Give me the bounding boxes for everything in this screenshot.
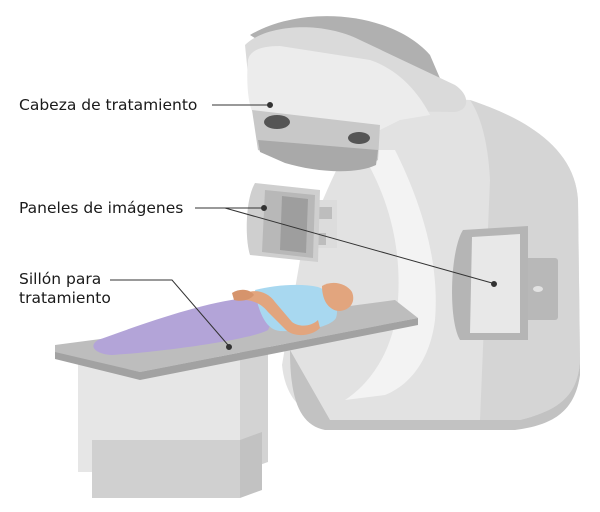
- leader-treatment-head-dot: [268, 103, 273, 108]
- couch-pedestal-foot: [92, 440, 240, 498]
- head-port-right: [348, 132, 370, 144]
- panel-right-mount-hole: [533, 286, 543, 292]
- couch-pedestal-foot-side: [240, 432, 262, 498]
- leader-imaging-panels-dot-right: [492, 282, 497, 287]
- panel-left-knob-top: [318, 207, 332, 219]
- head-port-left: [264, 115, 290, 129]
- label-treatment-couch-line1: Sillón para: [19, 270, 101, 289]
- leader-treatment-couch-dot: [227, 345, 232, 350]
- label-treatment-head: Cabeza de tratamiento: [19, 96, 197, 115]
- label-treatment-couch-line2: tratamiento: [19, 289, 111, 308]
- leader-imaging-panels-dot-left: [262, 206, 267, 211]
- label-imaging-panels: Paneles de imágenes: [19, 199, 183, 218]
